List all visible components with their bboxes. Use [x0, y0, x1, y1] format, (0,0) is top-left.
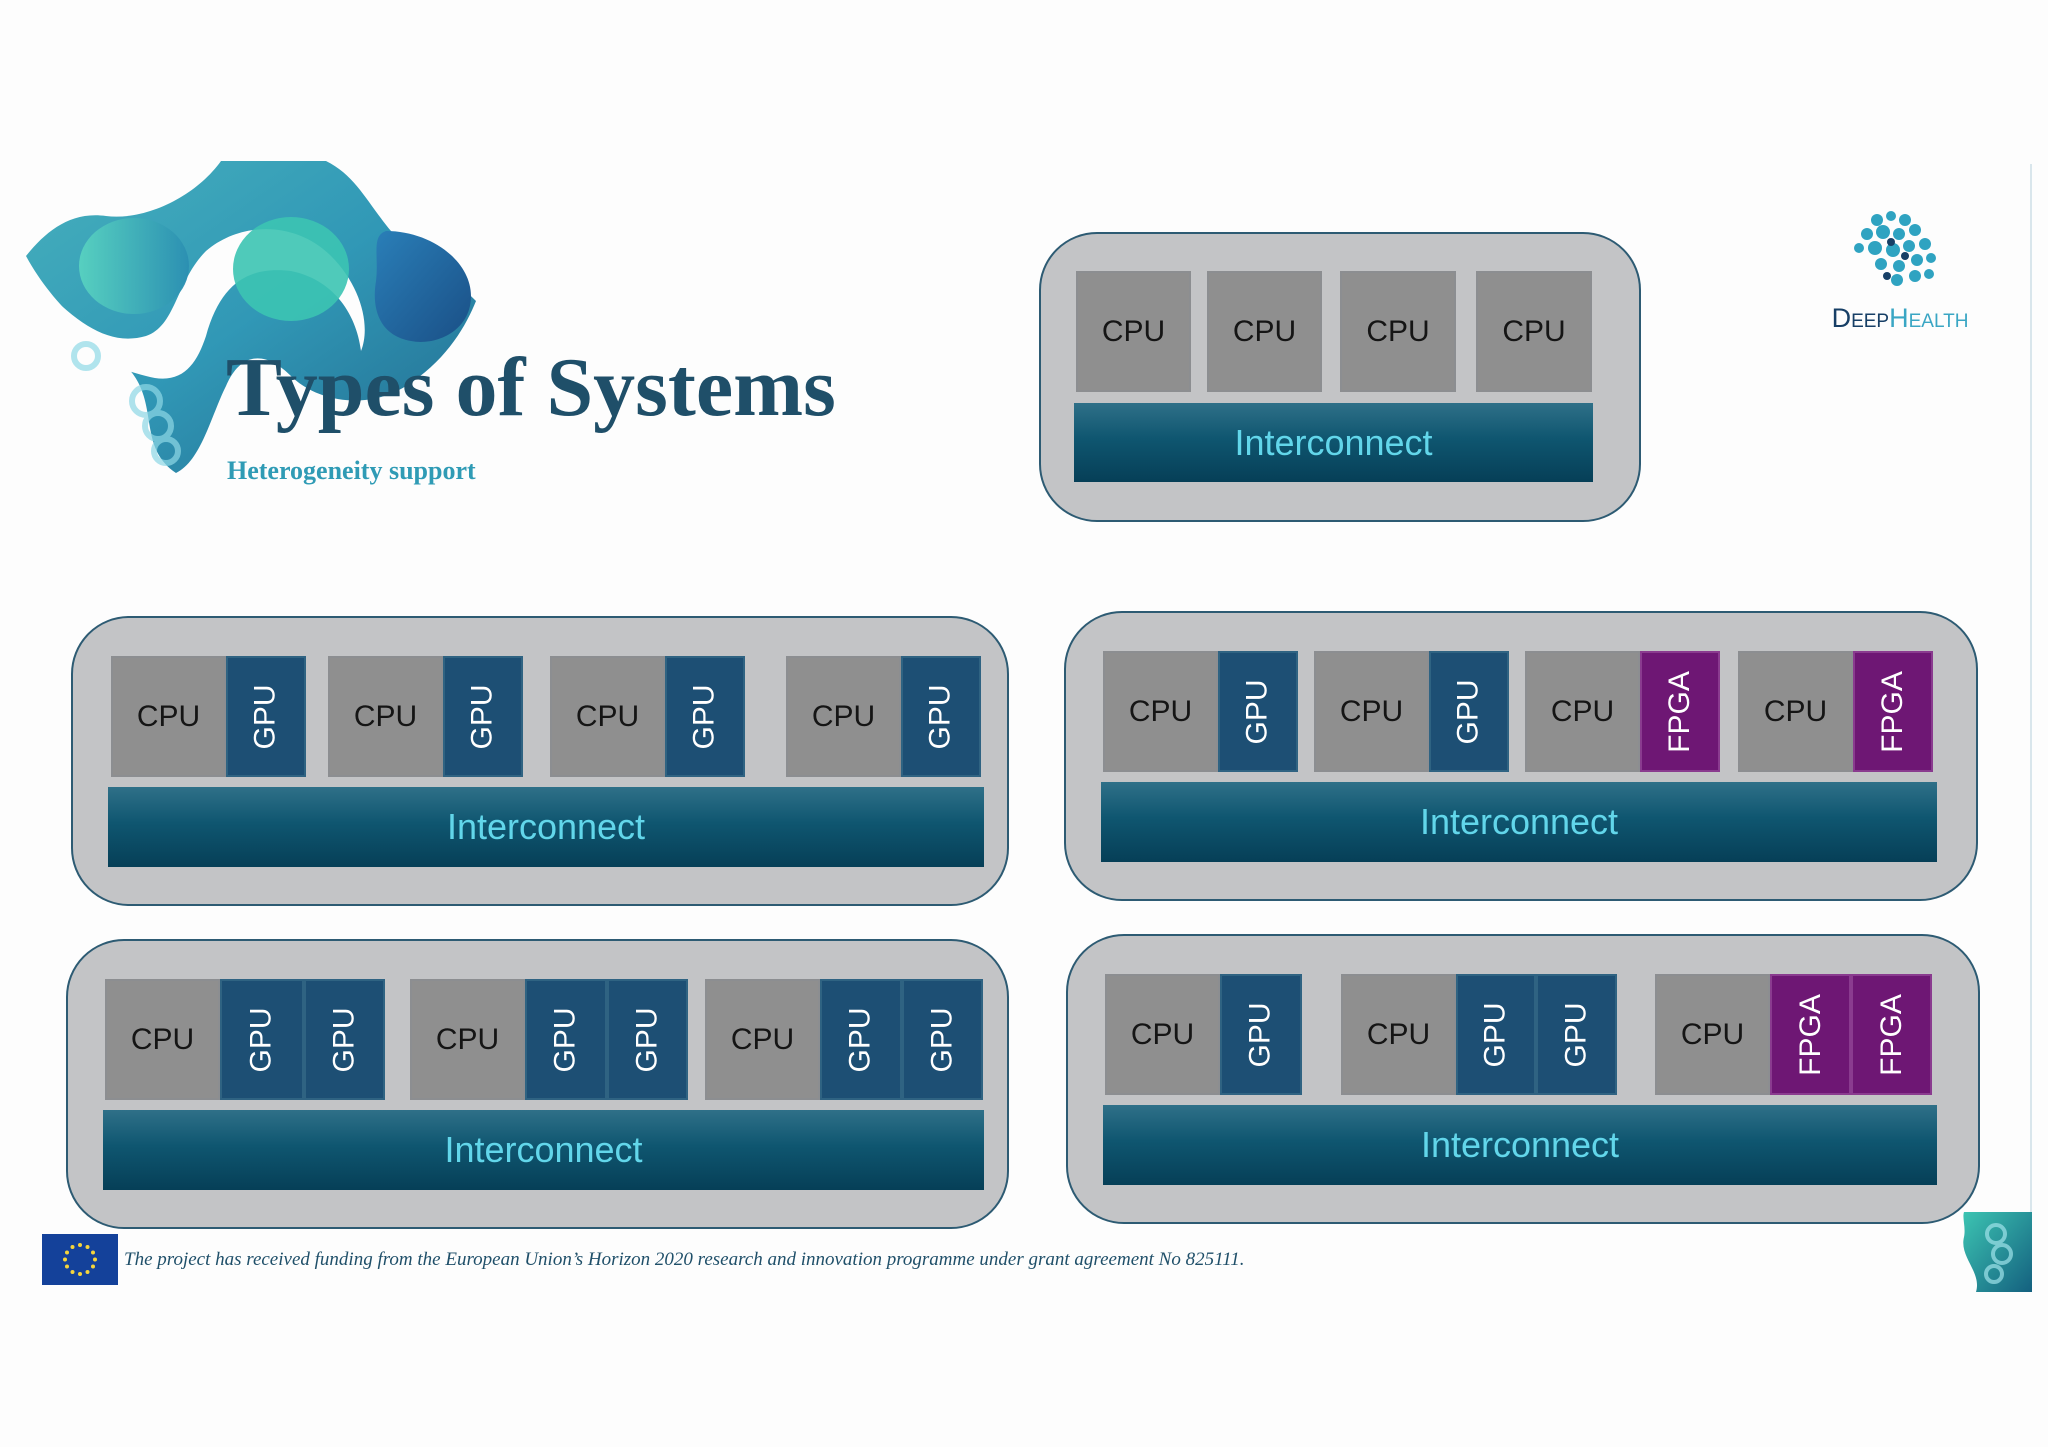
gpu-unit: GPU: [1429, 651, 1509, 772]
eu-flag-icon: [42, 1234, 118, 1285]
interconnect-label: Interconnect: [1420, 1124, 1620, 1165]
gpu-label: GPU: [1451, 678, 1485, 745]
cpu-unit: CPU: [705, 979, 820, 1100]
cpu-label: CPU: [575, 699, 640, 733]
cpu-label: CPU: [811, 699, 876, 733]
gpu-label: GPU: [687, 683, 721, 750]
cpu-label: CPU: [130, 1022, 195, 1056]
cpu-unit: CPU: [1076, 271, 1191, 392]
page-title: Types of Systems: [226, 341, 836, 434]
brand-letter-h: H: [1889, 303, 1909, 333]
interconnect-label: Interconnect: [446, 806, 646, 847]
cpu-unit: CPU: [550, 656, 665, 777]
cpu-unit: CPU: [1207, 271, 1322, 392]
interconnect-bar: Interconnect: [1101, 782, 1937, 862]
cpu-unit: CPU: [786, 656, 901, 777]
gpu-unit: GPU: [226, 656, 306, 777]
gpu-unit: GPU: [220, 979, 304, 1100]
cpu-label: CPU: [1763, 694, 1828, 728]
interconnect-bar: Interconnect: [1103, 1105, 1937, 1185]
cpu-unit: CPU: [1105, 974, 1220, 1095]
cpu-unit: CPU: [1525, 651, 1640, 772]
gpu-unit: GPU: [665, 656, 745, 777]
cpu-unit: CPU: [111, 656, 226, 777]
cpu-label: CPU: [1502, 314, 1566, 348]
cpu-unit: CPU: [1476, 271, 1592, 392]
brand-ealth: EALTH: [1908, 311, 1969, 332]
cpu-label: CPU: [1366, 1017, 1431, 1051]
cpu-label: CPU: [435, 1022, 500, 1056]
fpga-label: FPGA: [1874, 993, 1908, 1076]
cpu-label: CPU: [730, 1022, 795, 1056]
gpu-label: GPU: [548, 1006, 582, 1073]
gpu-unit: GPU: [443, 656, 523, 777]
gpu-unit: GPU: [1536, 974, 1617, 1095]
gpu-label: GPU: [923, 683, 957, 750]
page-subtitle: Heterogeneity support: [227, 456, 476, 485]
gpu-unit: GPU: [1456, 974, 1536, 1095]
brand-eep: EEP: [1851, 311, 1890, 332]
deephealth-wordmark: DEEPHEALTH: [1816, 305, 1984, 332]
right-edge-rule: [2030, 164, 2032, 1289]
cpu-label: CPU: [1366, 314, 1430, 348]
gpu-unit: GPU: [901, 656, 981, 777]
medical-corner-art: [1963, 1212, 2032, 1292]
cpu-unit: CPU: [105, 979, 220, 1100]
cpu-unit: CPU: [410, 979, 525, 1100]
cpu-label: CPU: [1128, 694, 1193, 728]
cpu-label: CPU: [1101, 314, 1166, 348]
fpga-unit: FPGA: [1640, 651, 1720, 772]
gpu-label: GPU: [843, 1006, 877, 1073]
interconnect-label: Interconnect: [1234, 421, 1433, 463]
gpu-unit: GPU: [820, 979, 902, 1100]
gpu-label: GPU: [1559, 1001, 1593, 1068]
gpu-label: GPU: [248, 683, 282, 750]
interconnect-bar: Interconnect: [103, 1110, 984, 1190]
interconnect-label: Interconnect: [444, 1129, 643, 1170]
interconnect-label: Interconnect: [1419, 801, 1619, 842]
fpga-label: FPGA: [1663, 670, 1696, 753]
interconnect-bar: Interconnect: [108, 787, 984, 867]
cpu-unit: CPU: [328, 656, 443, 777]
gpu-label: GPU: [327, 1006, 361, 1073]
gpu-unit: GPU: [902, 979, 983, 1100]
cpu-unit: CPU: [1340, 271, 1456, 392]
cpu-label: CPU: [136, 699, 201, 733]
gpu-label: GPU: [925, 1006, 959, 1073]
fpga-unit: FPGA: [1853, 651, 1933, 772]
gpu-unit: GPU: [607, 979, 688, 1100]
funding-acknowledgement: The project has received funding from th…: [124, 1249, 1245, 1270]
deephealth-swoosh-logo: [26, 161, 476, 473]
gpu-unit: GPU: [1218, 651, 1298, 772]
gpu-label: GPU: [630, 1006, 664, 1073]
cpu-unit: CPU: [1341, 974, 1456, 1095]
gpu-unit: GPU: [1220, 974, 1302, 1095]
cpu-label: CPU: [353, 699, 418, 733]
cpu-unit: CPU: [1655, 974, 1770, 1095]
cpu-label: CPU: [1339, 694, 1404, 728]
cpu-label: CPU: [1232, 314, 1297, 348]
gpu-label: GPU: [1478, 1001, 1512, 1068]
cpu-unit: CPU: [1103, 651, 1218, 772]
fpga-unit: FPGA: [1851, 974, 1932, 1095]
cpu-label: CPU: [1550, 694, 1615, 728]
fpga-label: FPGA: [1793, 993, 1827, 1076]
cpu-unit: CPU: [1738, 651, 1853, 772]
brand-letter-d: D: [1831, 303, 1852, 333]
fpga-unit: FPGA: [1770, 974, 1851, 1095]
gpu-unit: GPU: [304, 979, 385, 1100]
cpu-label: CPU: [1130, 1017, 1195, 1051]
deephealth-logo-icon: [1854, 211, 1936, 286]
fpga-label: FPGA: [1876, 670, 1909, 753]
interconnect-bar: Interconnect: [1074, 403, 1593, 482]
gpu-label: GPU: [244, 1006, 278, 1073]
gpu-label: GPU: [465, 683, 499, 750]
cpu-unit: CPU: [1314, 651, 1429, 772]
gpu-label: GPU: [1243, 1001, 1277, 1068]
gpu-label: GPU: [1240, 678, 1274, 745]
cpu-label: CPU: [1680, 1017, 1745, 1051]
gpu-unit: GPU: [525, 979, 607, 1100]
